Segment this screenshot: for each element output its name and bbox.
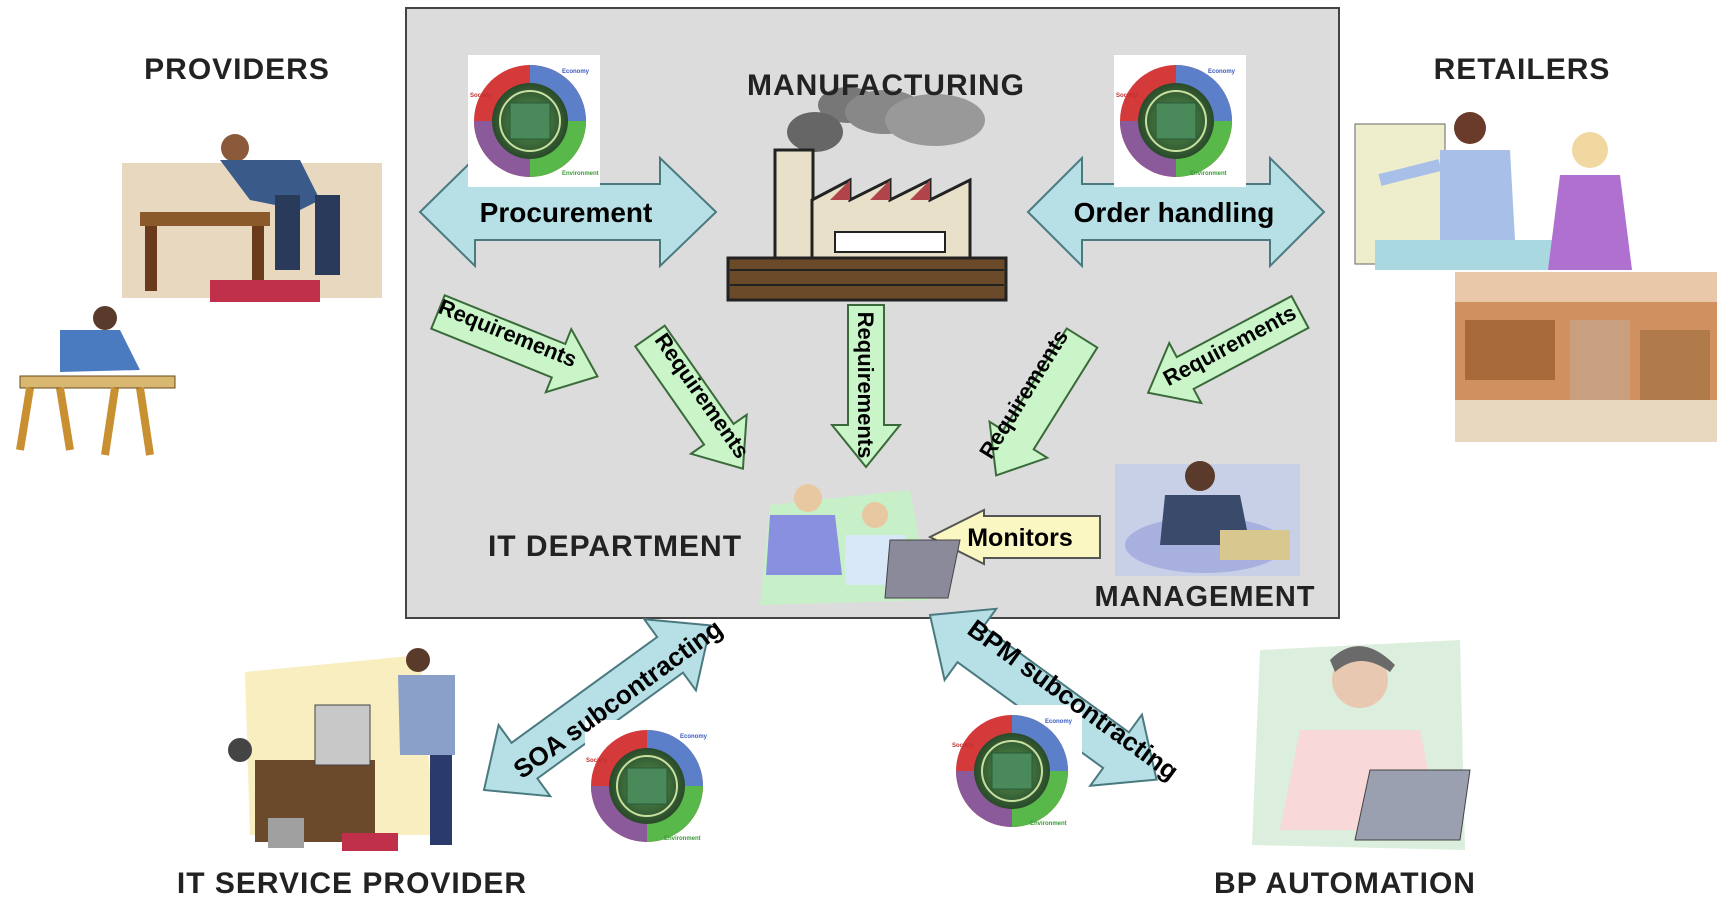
logo-text-environment-2: Environment — [1190, 171, 1227, 177]
monitors-arrow — [927, 508, 1101, 566]
store-interior-photo — [1455, 272, 1717, 442]
bp-automation-illustration — [1252, 640, 1471, 850]
requirements-arrow-2 — [633, 324, 748, 471]
requirements-arrow-4 — [988, 327, 1099, 477]
monitors-label: Monitors — [967, 524, 1073, 552]
logo-text-society-2: Society — [1116, 93, 1138, 99]
it-service-provider-illustration — [228, 648, 455, 851]
requirements-arrow-3 — [829, 304, 903, 469]
it-department-label: IT DEPARTMENT — [488, 530, 742, 563]
management-illustration — [1115, 461, 1300, 576]
order-handling-label: Order handling — [1074, 197, 1275, 228]
logo-text-society-3: Society — [586, 758, 608, 764]
requirements-label-3: Requirements — [853, 312, 878, 459]
logo-text-environment-3: Environment — [664, 836, 701, 842]
requirements-arrow-5 — [1146, 294, 1310, 405]
logo-text-group: Economy Society Environment Economy Soci… — [470, 69, 1236, 842]
soa-arrow — [482, 618, 712, 798]
logo-text-society: Society — [470, 93, 492, 99]
procurement-label: Procurement — [480, 197, 653, 228]
management-label: MANAGEMENT — [1094, 581, 1315, 613]
logo-text-economy-3: Economy — [680, 734, 708, 740]
sawing-man-illustration — [16, 306, 176, 456]
it-service-provider-label: IT SERVICE PROVIDER — [177, 867, 527, 898]
factory-illustration — [726, 87, 1008, 302]
logo-text-economy: Economy — [562, 69, 590, 75]
bp-automation-label: BP AUTOMATION — [1214, 867, 1476, 898]
manufacturing-label: MANUFACTURING — [747, 69, 1025, 102]
shopkeeper-illustration — [1354, 112, 1632, 270]
logo-text-economy-2: Economy — [1208, 69, 1236, 75]
logo-text-society-4: Society — [952, 743, 974, 749]
logo-text-economy-4: Economy — [1045, 719, 1073, 725]
requirements-arrow-1 — [429, 294, 599, 394]
logo-text-environment-4: Environment — [1030, 821, 1067, 827]
providers-label: PROVIDERS — [144, 53, 330, 86]
retailers-label: RETAILERS — [1434, 53, 1611, 86]
order-handling-arrow — [1026, 155, 1326, 269]
bpm-arrow — [928, 607, 1158, 787]
logo-text-environment: Environment — [562, 171, 599, 177]
carpenter-illustration — [122, 134, 382, 302]
it-department-illustration — [760, 484, 961, 605]
